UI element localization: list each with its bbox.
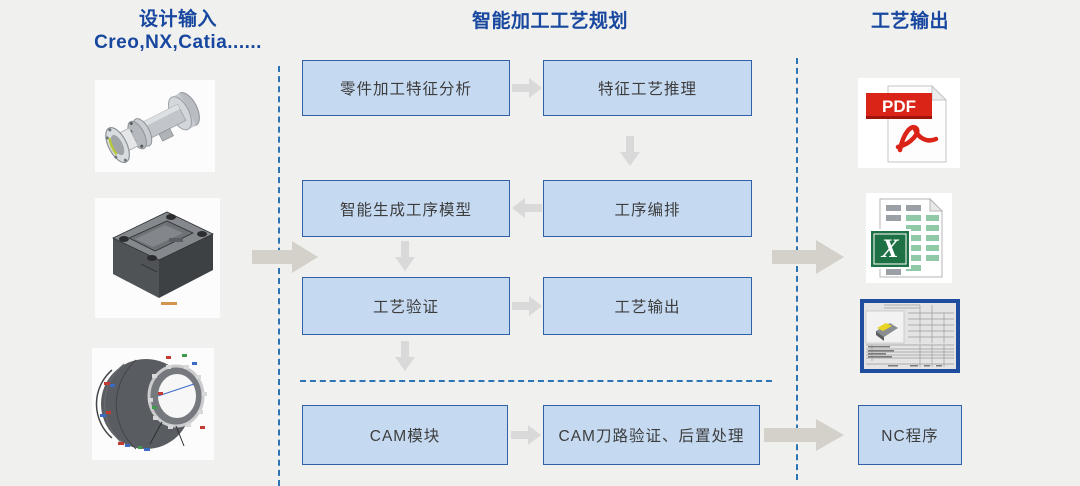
mold-block-drawing (112, 211, 214, 305)
pdf-file-icon: PDF (858, 78, 960, 168)
flow-box-label: 工艺输出 (614, 299, 681, 316)
flow-box-nc-program: NC程序 (858, 405, 962, 465)
arrow-right-icon (512, 77, 542, 99)
flow-box-feature-analysis: 零件加工特征分析 (302, 60, 510, 116)
flow-box-label: CAM刀路验证、后置处理 (558, 428, 745, 445)
excel-x-letter: X (881, 234, 899, 263)
flow-box-label: 智能生成工序模型 (339, 201, 472, 219)
planning-title: 智能加工工艺规划 (471, 11, 628, 32)
mold-block-model-image (95, 198, 220, 318)
process-card-preview (860, 299, 960, 373)
excel-page-drawing (869, 197, 944, 278)
right-dashed-divider (796, 58, 798, 480)
excel-file-icon: X (866, 193, 952, 283)
flow-box-generate-operation-model: 智能生成工序模型 (302, 180, 510, 237)
column-header-planning: 智能加工工艺规划 (400, 10, 700, 33)
arrow-down-icon (394, 241, 416, 271)
shaft-model-drawing (105, 92, 200, 164)
design-input-title: 设计输入 (138, 9, 217, 30)
flow-box-label: 特征工艺推理 (597, 81, 697, 98)
flow-box-label: CAM模块 (369, 428, 441, 445)
flow-box-cam-toolpath-postprocess: CAM刀路验证、后置处理 (543, 405, 760, 465)
casing-model-image (92, 348, 214, 460)
flow-box-process-validation: 工艺验证 (302, 277, 510, 335)
flow-box-cam-module: CAM模块 (302, 405, 508, 465)
flow-box-label: 工艺验证 (372, 299, 439, 316)
pdf-page-drawing (866, 84, 948, 163)
flow-box-operation-sequencing: 工序编排 (543, 180, 752, 237)
flow-box-label: 零件加工特征分析 (339, 81, 472, 98)
flow-box-feature-process-reasoning: 特征工艺推理 (543, 60, 752, 116)
column-header-design-input: 设计输入 Creo,NX,Catia...... (58, 8, 298, 54)
shaft-model-image (95, 80, 215, 172)
pdf-label: PDF (882, 97, 916, 116)
flow-box-label: NC程序 (881, 428, 939, 445)
arrow-right-icon (511, 423, 541, 447)
arrow-down-icon (394, 341, 416, 371)
flow-box-label: 工序编排 (614, 201, 681, 219)
column-header-output: 工艺输出 (830, 10, 990, 33)
output-title: 工艺输出 (870, 11, 949, 32)
arrow-down-icon (619, 136, 641, 166)
arrow-right-icon (512, 295, 542, 317)
arrow-left-icon (512, 197, 542, 219)
cam-to-nc-arrow-icon (764, 419, 844, 451)
design-to-planning-arrow-icon (252, 241, 318, 273)
casing-model-drawing (95, 354, 207, 451)
design-input-subtitle: Creo,NX,Catia...... (94, 32, 262, 53)
left-dashed-divider (278, 66, 280, 486)
process-card-drawing (864, 303, 956, 369)
flow-box-process-output: 工艺输出 (543, 277, 752, 335)
planning-to-output-arrow-icon (772, 240, 844, 274)
cam-section-dashed-divider (300, 380, 772, 382)
